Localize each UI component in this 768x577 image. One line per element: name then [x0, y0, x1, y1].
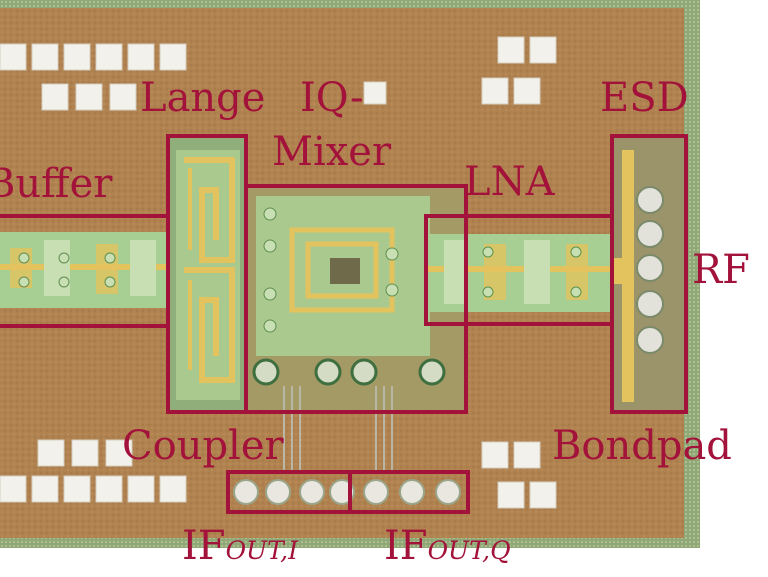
if-out-i-subscript: OUT,I — [225, 536, 298, 565]
rf-label: RF — [692, 247, 750, 293]
esd-circuit — [610, 138, 686, 412]
bottom-right-pads — [481, 441, 557, 509]
esd-box — [610, 134, 688, 414]
lna-label: LNA — [464, 159, 555, 205]
lange-label: Lange — [140, 75, 266, 121]
if-out-i-label: IFOUT,I — [182, 526, 298, 566]
top-left-pads — [0, 43, 187, 111]
if-out-q-subscript: OUT,Q — [427, 536, 511, 565]
bondpad-label: Bondpad — [552, 423, 732, 469]
iq-mixer-label-line1: IQ- — [300, 75, 364, 121]
if-out-q-label: IFOUT,Q — [384, 526, 511, 566]
coupler-label: Coupler — [122, 423, 284, 469]
block-annotations — [0, 134, 688, 514]
esd-label: ESD — [600, 75, 689, 121]
if-out-q-main: IF — [384, 523, 428, 569]
if-out-i-main: IF — [182, 523, 226, 569]
buffer-circuit — [0, 232, 168, 308]
top-right-pads — [363, 36, 557, 105]
iq-mixer-box — [244, 184, 468, 414]
bottom-left-pads — [0, 439, 187, 503]
iq-mixer-label-line2: Mixer — [272, 129, 392, 175]
buffer-label: Buffer — [0, 161, 113, 207]
lange-coupler-circuit — [170, 138, 246, 412]
iq-mixer-circuit — [248, 186, 466, 472]
lna-circuit — [428, 234, 612, 312]
